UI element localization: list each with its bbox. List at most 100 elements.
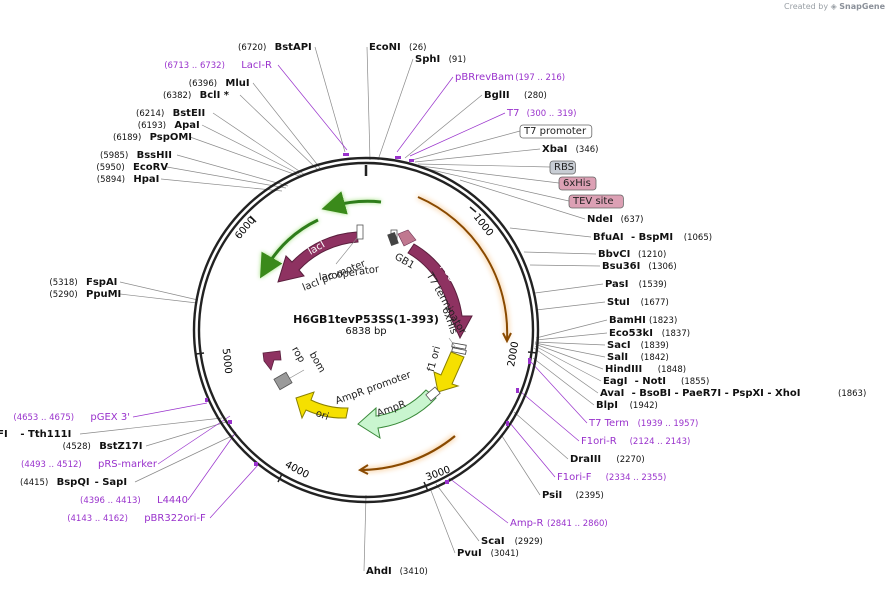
site-label-text: BfuAI [593,232,624,243]
site-label-bsteii[interactable]: (6214)BstEII [136,108,205,119]
credit-prefix: Created by [784,2,829,11]
feature-lac-operator-block [356,224,364,240]
leader-pvui [429,487,456,554]
leader-bcli [239,94,319,171]
site-label-bstapi[interactable]: (6720)BstAPI [238,42,312,53]
site-label-pbr322ori-f[interactable]: (4143 .. 4162)pBR322ori-F [67,513,206,524]
site-label-text: (91) [449,55,466,65]
site-label-sali[interactable]: SalI(1842) [607,352,669,363]
site-label-laci-r[interactable]: (6713 .. 6732)LacI-R [164,60,272,71]
f1ori-r-mark [516,388,519,393]
site-label-bfuai[interactable]: BfuAI- BspMI(1065) [593,232,712,243]
site-label-t7-promoter[interactable]: T7 promoter [519,124,593,139]
site-label-f1ori-f[interactable]: F1ori-F(2334 .. 2355) [557,472,666,483]
snapgene-credit: Created by ◈ SnapGene [784,2,885,11]
site-label-hindiii[interactable]: HindIII(1848) [605,364,686,375]
site-label-saci[interactable]: SacI(1839) [607,340,669,351]
site-label-bsu36i[interactable]: Bsu36I(1306) [602,261,677,272]
site-label-bglii[interactable]: BglII(280) [484,90,547,101]
site-label-prs-marker[interactable]: (4493 .. 4512)pRS-marker [21,459,158,470]
leader-pbr322ori-f [209,464,259,519]
site-label-scai[interactable]: ScaI (2929) [481,536,543,547]
site-label-f1ori-r[interactable]: F1ori-R(2124 .. 2143) [581,436,690,447]
feature-box-t7-promoter [519,124,593,139]
site-label-bsshii[interactable]: (5985)BssHII [100,150,172,161]
feature-f1ori[interactable] [433,351,465,393]
site-label-bcli[interactable]: (6382)BclI * [163,90,230,101]
site-label-sphi[interactable]: SphI(91) [415,54,466,65]
site-label-xbai[interactable]: XbaI(346) [542,144,598,155]
site-label-tev-site[interactable]: TEV site [568,194,624,209]
feature-ori[interactable] [295,391,349,420]
site-label-econi[interactable]: EcoNI(26) [369,42,426,53]
leader-bglii [404,94,483,159]
site-label-stui[interactable]: StuI(1677) [607,297,669,308]
site-label-t7[interactable]: T7(300 .. 319) [506,108,576,119]
pgex3-mark [205,398,208,402]
site-label-text: (1842) [641,353,669,363]
site-label-6xhis[interactable]: 6xHis [558,176,597,191]
feature-bom[interactable] [273,371,293,391]
site-label-psii[interactable]: PsiI(2395) [542,490,604,501]
site-label-text: (280) [524,91,547,101]
site-label-ndei[interactable]: NdeI(637) [587,214,643,225]
site-label-bamhi[interactable]: BamHI(1823) [609,315,677,326]
site-label-fspai[interactable]: (5318)FspAI [49,277,117,288]
t7-mark [409,159,414,162]
site-label-hpai[interactable]: (5894)HpaI [97,174,160,185]
site-label-text: (2270) [616,455,644,465]
site-label-pflfi[interactable]: (4553)PflFI- Tth111I [0,429,71,440]
feature-AmpR[interactable] [357,389,437,440]
site-label-ppumi[interactable]: (5290)PpuMI [49,289,121,300]
site-label-bspqi[interactable]: (4415)BspQI- SapI [20,477,127,488]
backbone-marks [205,153,531,484]
site-label-draiii[interactable]: DraIII(2270) [570,454,645,465]
site-label-text: (346) [576,145,599,155]
site-label-pbrrevbam[interactable]: pBRrevBam(197 .. 216) [455,72,565,83]
site-label-text: ScaI [481,536,505,547]
site-label-l4440[interactable]: (4396 .. 4413)L4440 [80,495,188,506]
leader-xbai [414,148,541,163]
site-label-text: ApaI [174,120,199,131]
site-label-mlui[interactable]: (6396)MluI [189,78,250,89]
site-label-text: (2929) [515,537,543,547]
site-label-ahdi[interactable]: AhdI(3410) [366,566,428,577]
site-label-pasi[interactable]: PasI(1539) [605,279,667,290]
leader-pgex-3 [132,402,208,418]
site-label-bstz17i[interactable]: (4528)BstZ17I [63,441,143,452]
site-label-apai[interactable]: (6193) ApaI [138,120,200,131]
site-label-eco53ki[interactable]: Eco53kI(1837) [609,328,690,339]
site-label-text: (6193) [138,121,166,131]
leader-mlui [252,82,321,169]
site-label-pvui[interactable]: PvuI(3041) [457,548,519,559]
feature-p53[interactable] [407,243,473,340]
site-label-t7-term[interactable]: T7 Term(1939 .. 1957) [588,418,698,429]
leader-tev-site [422,167,570,202]
site-label-pspomi[interactable]: (6189)PspOMI [113,132,192,143]
site-label-eagi[interactable]: EagI- NotI(1855) [603,376,709,387]
feature-lacI[interactable] [277,231,359,283]
leader-pbrrevbam [396,76,454,153]
site-label-ecorv[interactable]: (5950)EcoRV [96,162,168,173]
site-label-text: (2841 .. 2860) [547,519,608,529]
site-label-text: EcoRV [133,162,168,173]
site-label-rbs[interactable]: RBS [549,160,576,175]
site-label-amp-r[interactable]: Amp-R(2841 .. 2860) [510,518,608,529]
site-label-avai[interactable]: AvaI- BsoBI - PaeR7I - PspXI - XhoI(1863… [600,388,866,399]
leader-ndei [459,179,586,220]
site-label-blpi[interactable]: BlpI(1942) [596,400,658,411]
feature-t7-term-box [451,342,467,350]
snapgene-logo-icon: ◈ [830,2,837,11]
leader-sali [534,342,606,358]
site-label-text: F1ori-F [557,472,592,483]
site-label-text: (2395) [576,491,604,501]
feature-ampr-promoter-box [425,386,441,402]
leader-t7 [409,112,506,157]
site-label-bbvci[interactable]: BbvCI(1210) [598,249,666,260]
site-label-pgex-3[interactable]: (4653 .. 4675)pGEX 3' [13,412,130,423]
leader-bstz17i [145,421,227,447]
label-bom: bom [307,350,328,375]
leader-amp-r [448,477,509,524]
site-label-text: (4528) [63,442,91,452]
feature-rop[interactable] [262,350,282,371]
